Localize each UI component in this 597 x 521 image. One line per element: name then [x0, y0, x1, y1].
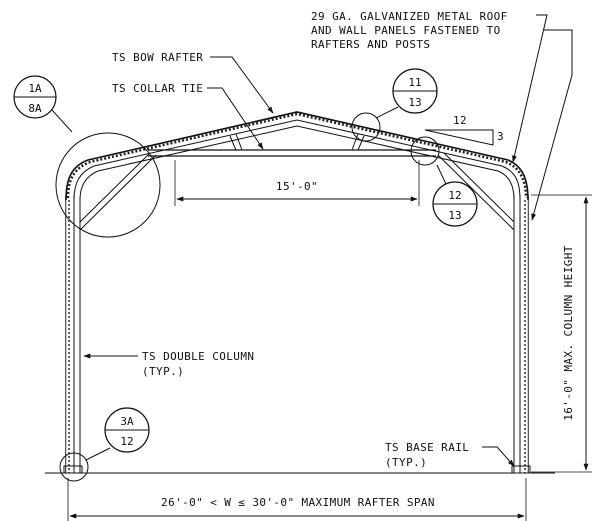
roof-slope-indicator: 12 3: [424, 114, 504, 146]
bow-rafter: [65, 111, 529, 201]
bow-rafter-label: TS BOW RAFTER: [112, 51, 274, 114]
roof-note-line-1: 29 GA. GALVANIZED METAL ROOF: [311, 10, 508, 23]
callout-11-sheet: 13: [408, 96, 421, 109]
base-rail-label: TS BASE RAIL (TYP.): [385, 441, 515, 469]
left-base-rail: [63, 465, 83, 474]
left-double-column: [65, 195, 81, 473]
detail-circle-12: [410, 136, 440, 166]
callout-12-sheet: 13: [448, 209, 461, 222]
right-base-rail: [511, 465, 531, 474]
double-column-text-2: (TYP.): [142, 365, 184, 378]
right-double-column: [513, 195, 529, 473]
detail-circle-3a: [59, 452, 89, 482]
roof-note-line-3: RAFTERS AND POSTS: [311, 38, 430, 51]
roof-panel-note: 29 GA. GALVANIZED METAL ROOF AND WALL PA…: [311, 10, 573, 221]
collar-tie: [148, 149, 436, 157]
collar-tie-text: TS COLLAR TIE: [112, 82, 203, 95]
base-rail-text-2: (TYP.): [385, 456, 427, 469]
detail-circle-11: [351, 112, 381, 142]
ridge-struts: [229, 133, 365, 151]
callout-bubble-12: 12 13: [432, 164, 478, 227]
callout-12-detail: 12: [448, 189, 461, 202]
column-height-dimension: 16'-0" MAX. COLUMN HEIGHT: [531, 194, 592, 473]
bow-rafter-text: TS BOW RAFTER: [112, 51, 203, 64]
double-column-text-1: TS DOUBLE COLUMN: [142, 350, 254, 363]
collar-tie-label: TS COLLAR TIE: [112, 82, 264, 150]
callout-bubble-11: 11 13: [375, 68, 438, 119]
knee-braces: [79, 152, 515, 231]
double-column-label: TS DOUBLE COLUMN (TYP.): [83, 350, 254, 378]
callout-1a-detail: 1A: [28, 82, 42, 95]
slope-run: 12: [453, 114, 467, 127]
base-rail-text-1: TS BASE RAIL: [385, 441, 469, 454]
column-height-text: 16'-0" MAX. COLUMN HEIGHT: [562, 245, 575, 421]
detail-circle-1a: [55, 132, 161, 238]
callout-3a-sheet: 12: [120, 435, 133, 448]
callout-bubble-3a: 3A 12: [85, 407, 150, 461]
rafter-span-text: 26'-0" < W ≤ 30'-0" MAXIMUM RAFTER SPAN: [161, 496, 435, 509]
collar-tie-dimension-text: 15'-0": [276, 180, 318, 193]
roof-note-line-2: AND WALL PANELS FASTENED TO: [311, 24, 501, 37]
slope-rise: 3: [497, 130, 504, 143]
callout-bubble-1a: 1A 8A: [13, 75, 73, 133]
callout-1a-sheet: 8A: [28, 102, 42, 115]
callout-11-detail: 11: [408, 76, 421, 89]
rafter-span-dimension: 26'-0" < W ≤ 30'-0" MAXIMUM RAFTER SPAN: [67, 478, 527, 521]
callout-3a-detail: 3A: [120, 415, 134, 428]
collar-tie-dimension: 15'-0": [174, 160, 420, 206]
